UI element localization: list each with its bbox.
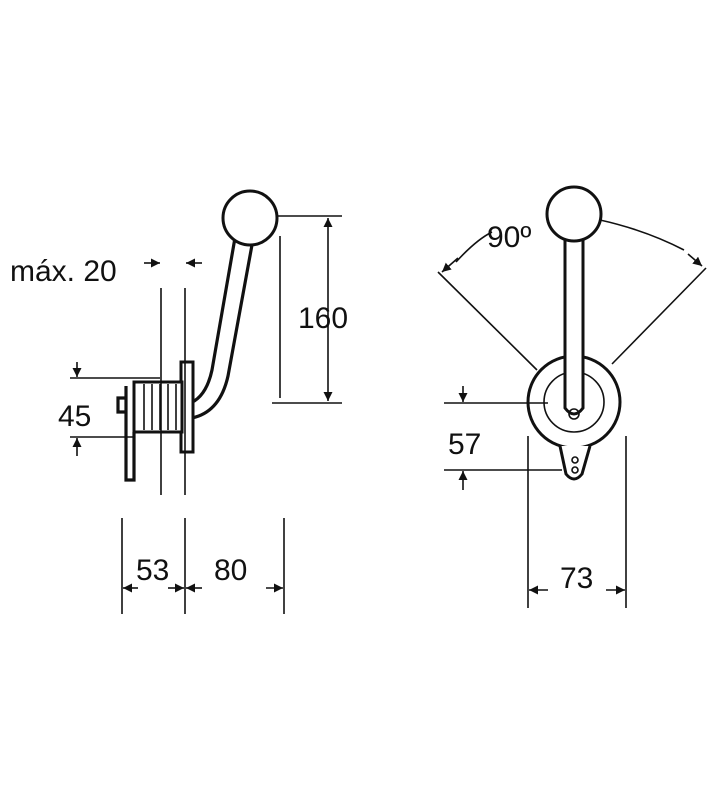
- rotation-angle-label: 90º: [487, 221, 531, 254]
- side-lever-arm: [187, 231, 256, 420]
- front-lever-stem: [563, 230, 585, 416]
- swing-line-left: [437, 271, 538, 371]
- body-depth-label: 53: [136, 554, 169, 587]
- axis-offset-label: 57: [448, 428, 481, 461]
- depth-offset-label: 45: [58, 400, 91, 433]
- side-lever-knob: [221, 189, 279, 247]
- side-valve-body: [132, 380, 184, 434]
- swing-line-right: [611, 267, 707, 365]
- angle-arrow-left: [441, 257, 459, 273]
- side-view: máx. 20 160 45 53 80: [10, 189, 348, 614]
- lever-height-label: 160: [298, 302, 348, 335]
- side-body-ribs: [143, 384, 177, 430]
- side-rear-bracket: [116, 386, 136, 482]
- front-view: 90º 57 73: [437, 185, 707, 608]
- front-lever-knob: [545, 185, 603, 243]
- lever-reach-label: 80: [214, 554, 247, 587]
- max-offset-label: máx. 20: [10, 255, 117, 288]
- plate-width-label: 73: [560, 562, 593, 595]
- angle-arrow-right: [687, 253, 703, 267]
